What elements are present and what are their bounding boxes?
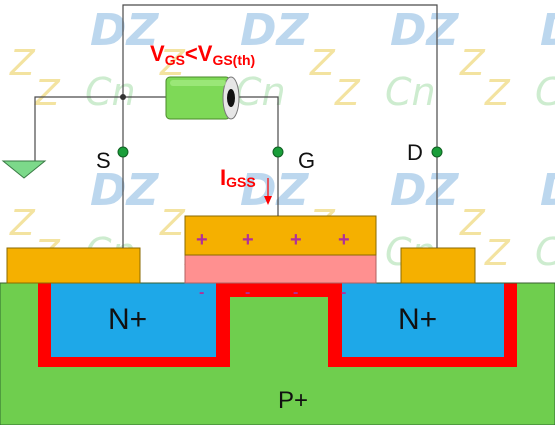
igss-current-label: IGSS — [220, 165, 256, 190]
watermark-mark: Z — [459, 203, 486, 244]
gate-oxide — [184, 254, 377, 284]
source-label: S — [96, 148, 111, 173]
n-plus-region-right — [342, 283, 504, 357]
watermark-mark: Z — [459, 43, 486, 84]
negative-charge: - — [293, 284, 298, 301]
drain-label: D — [407, 140, 423, 165]
positive-charge: + — [290, 229, 302, 251]
watermark-mark: Z — [9, 43, 36, 84]
watermark-mark: Z — [34, 73, 61, 114]
positive-charge: + — [196, 229, 208, 251]
gate-positive-charges: + + + + — [196, 229, 350, 251]
watermark-mark: DZ — [240, 5, 310, 56]
n-plus-left-label: N+ — [108, 303, 147, 336]
watermark-mark: Z — [484, 73, 511, 114]
watermark-mark: Cn — [235, 70, 286, 114]
watermark-mark: DZ — [540, 5, 555, 56]
current-arrow — [264, 178, 272, 205]
positive-charge: + — [338, 229, 350, 251]
p-plus-substrate-label: P+ — [278, 387, 308, 414]
source-metal — [6, 247, 141, 284]
watermark-mark: Cn — [85, 70, 136, 114]
gate-terminal-dot — [272, 146, 284, 158]
n-plus-right-label: N+ — [398, 303, 437, 336]
negative-charge: - — [341, 284, 346, 301]
gate-label: G — [298, 148, 315, 173]
drain-terminal-dot — [431, 146, 443, 158]
watermark-mark: DZ — [90, 165, 160, 216]
watermark-mark: DZ — [390, 165, 460, 216]
watermark-mark: Z — [484, 233, 511, 274]
watermark-mark: DZ — [390, 5, 460, 56]
watermark-mark: DZ — [90, 5, 160, 56]
gate-metal — [184, 215, 377, 256]
circuit-wires — [34, 4, 438, 248]
ground-symbol — [1, 160, 47, 179]
channel-negative-charges: - - - - — [199, 284, 346, 301]
n-plus-region-left — [51, 283, 216, 357]
watermark-mark: Z — [309, 43, 336, 84]
watermark-mark: Cn — [535, 70, 555, 114]
negative-charge: - — [245, 284, 250, 301]
positive-charge: + — [242, 229, 254, 251]
watermark-mark: DZ — [240, 165, 310, 216]
watermark-mark: Z — [159, 203, 186, 244]
watermark-mark: Cn — [385, 70, 436, 114]
watermark-mark: Z — [334, 73, 361, 114]
voltage-source — [165, 76, 240, 120]
source-terminal-dot — [117, 146, 129, 158]
drain-metal — [400, 247, 476, 284]
wire-junction — [120, 94, 126, 100]
watermark-mark: Cn — [535, 230, 555, 274]
vgs-condition-label: VGS<VGS(th) — [150, 41, 255, 68]
watermark-mark: DZ — [540, 165, 555, 216]
watermark-mark: Z — [9, 203, 36, 244]
negative-charge: - — [199, 284, 204, 301]
